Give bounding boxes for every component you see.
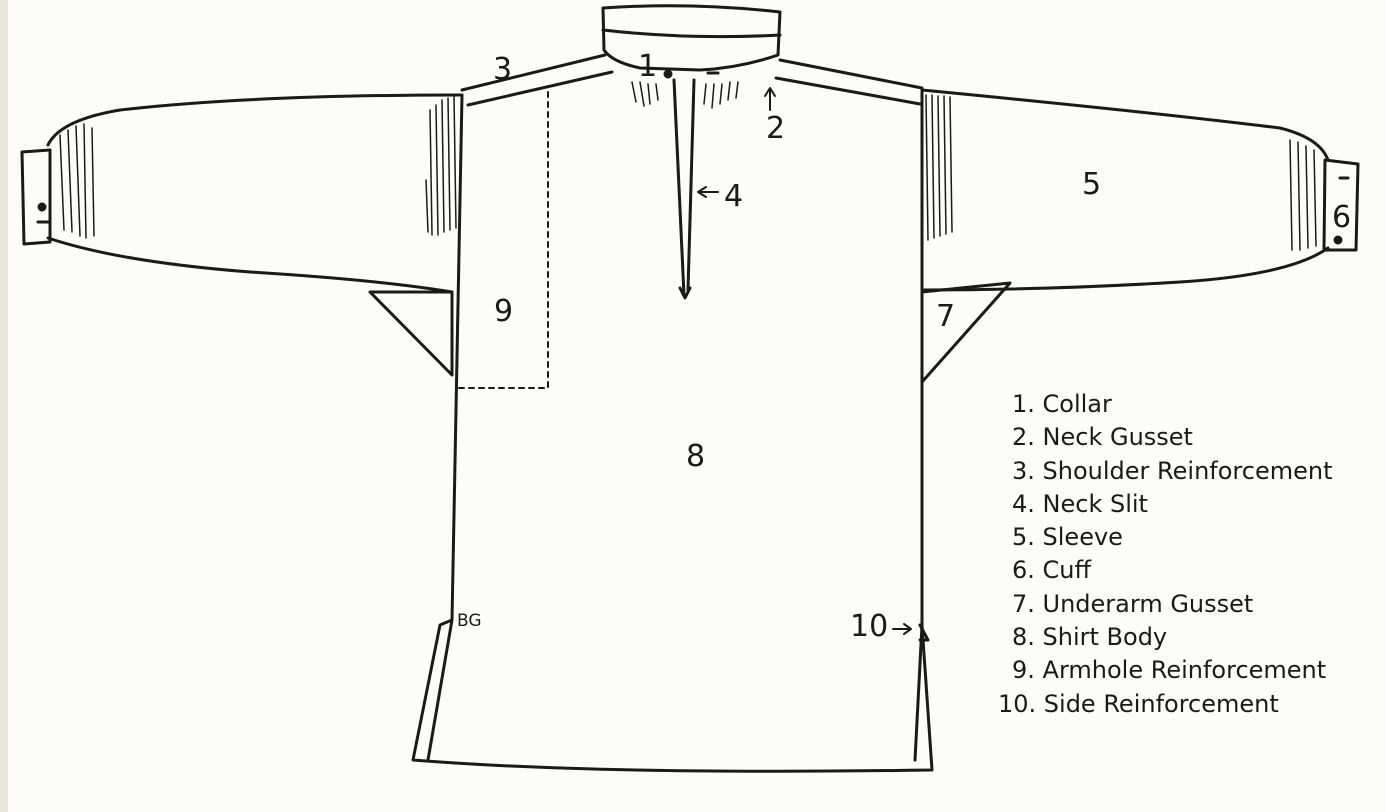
legend-item: 10. Side Reinforcement [998,689,1279,718]
underarm-gusset-right [920,281,1012,384]
legend-item: 9. Armhole Reinforcement [1012,656,1327,685]
callout-3: 3 [493,52,513,87]
callout-7: 7 [936,299,956,334]
collar [601,4,782,79]
callout-8: 8 [686,439,706,474]
parts-legend: 1. Collar 2. Neck Gusset 3. Shoulder Rei… [998,388,1332,721]
callout-9: 9 [494,294,514,329]
gathers [59,81,1317,251]
callout-10: 10 [850,609,889,644]
callout-1: 1 [638,49,658,84]
legend-item: 7. Underarm Gusset [1012,589,1254,618]
shoulder-reinforcement [460,53,924,107]
legend-item: 2. Neck Gusset [1012,423,1193,452]
legend-item: 1. Collar [1012,390,1112,418]
initials-mark: BG [457,611,482,631]
callout-4: 4 [724,179,744,214]
callout-5: 5 [1082,167,1102,202]
underarm-gusset-left [368,290,454,377]
neck-slit [672,78,696,300]
legend-item: 4. Neck Slit [1012,489,1148,518]
legend-item: 5. Sleeve [1012,523,1123,552]
armhole-reinforcement [454,91,549,389]
callout-6: 6 [1332,200,1352,235]
legend-item: 6. Cuff [1012,556,1092,585]
page-edge [0,0,8,812]
callout-2: 2 [766,111,786,146]
legend-item: 3. Shoulder Reinforcement [1012,456,1333,485]
legend-item: 8. Shirt Body [1012,623,1168,652]
shirt-body [411,90,934,773]
right-sleeve [920,88,1360,292]
arrows [697,87,912,635]
left-sleeve [20,93,462,294]
